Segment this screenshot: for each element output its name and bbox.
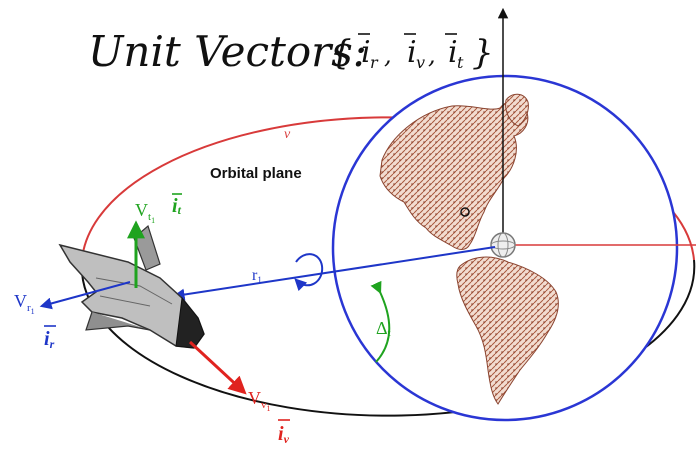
title-sub-t: t — [457, 53, 464, 72]
title-brace-open: { — [330, 33, 352, 73]
true-anomaly-arc — [370, 280, 391, 363]
title-sub-r: r — [370, 53, 379, 72]
launch-site-marker — [460, 207, 470, 217]
it-label: it — [172, 195, 182, 217]
velocity-vector-arrow — [188, 340, 247, 395]
title: Unit Vectors: { i r , i v , i t } — [88, 27, 494, 76]
orbit-nu-label: v — [284, 127, 291, 142]
title-vec-v: i — [407, 35, 417, 70]
title-vec-t: i — [448, 35, 458, 70]
title-comma-1: , — [384, 41, 392, 69]
south-america-landmass — [456, 256, 559, 405]
vt-label: Vt1 — [135, 200, 155, 225]
greenland-landmass — [505, 93, 529, 127]
delta-label: Δt — [376, 318, 391, 339]
earth-center-sphere — [490, 232, 516, 258]
radial-vector-arrow — [39, 281, 131, 310]
title-brace-close: } — [472, 33, 494, 73]
r-label: r1 — [252, 267, 262, 285]
orbital-plane-label: Orbital plane — [210, 165, 302, 182]
title-comma-2: , — [428, 41, 436, 69]
radius-vector-line — [172, 246, 496, 301]
title-sub-v: v — [416, 53, 425, 72]
vr-label: Vr1 — [14, 291, 35, 316]
iv-label: iv — [278, 423, 290, 446]
rotation-curl — [294, 253, 324, 292]
orbit-front-arc — [81, 259, 696, 417]
north-america-landmass — [379, 101, 529, 250]
title-vec-r: i — [361, 35, 371, 70]
title-prefix: Unit Vectors — [88, 27, 353, 76]
svg-text:Unit Vectors:: Unit Vectors: — [88, 27, 367, 76]
vv-label: Vv1 — [248, 388, 271, 413]
ir-label: ir — [44, 328, 55, 351]
title-colon: : — [353, 27, 367, 76]
spacecraft-shuttle — [58, 224, 205, 349]
